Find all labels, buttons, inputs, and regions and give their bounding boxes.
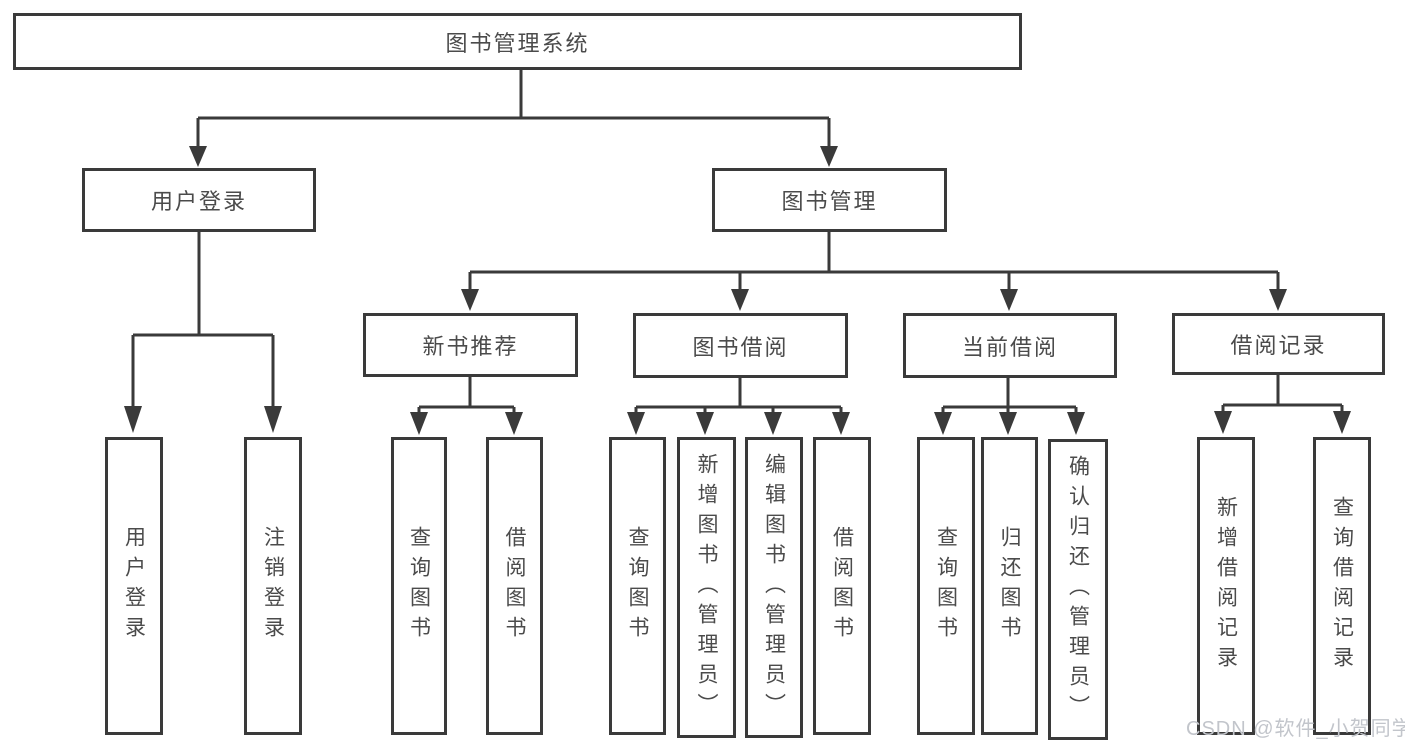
node-new-book-recommend: 新书推荐 bbox=[363, 313, 578, 377]
node-borrow-records: 借阅记录 bbox=[1172, 313, 1385, 375]
node-user-login-label: 用户登录 bbox=[150, 189, 247, 214]
node-leaf-user-login: 用户登录 bbox=[105, 437, 163, 735]
node-leaf-logout-label: 注销登录 bbox=[261, 526, 285, 646]
node-leaf-borrow-book-2-label: 借阅图书 bbox=[830, 526, 854, 646]
node-leaf-borrow-book-1: 借阅图书 bbox=[486, 437, 543, 735]
node-book-borrow-label: 图书借阅 bbox=[692, 334, 789, 360]
node-leaf-add-book-admin-label: 新增图书（管理员） bbox=[695, 452, 718, 723]
node-leaf-query-book-1: 查询图书 bbox=[391, 437, 447, 735]
node-user-login: 用户登录 bbox=[82, 168, 316, 232]
node-leaf-add-borrow-record: 新增借阅记录 bbox=[1197, 437, 1255, 735]
node-root: 图书管理系统 bbox=[13, 13, 1022, 70]
node-leaf-query-book-1-label: 查询图书 bbox=[407, 526, 431, 646]
node-root-label: 图书管理系统 bbox=[445, 30, 590, 56]
node-leaf-query-book-3: 查询图书 bbox=[917, 437, 975, 735]
node-leaf-add-borrow-record-label: 新增借阅记录 bbox=[1214, 496, 1238, 676]
node-leaf-add-book-admin: 新增图书（管理员） bbox=[677, 437, 736, 738]
node-leaf-edit-book-admin: 编辑图书（管理员） bbox=[745, 437, 803, 738]
node-new-book-recommend-label: 新书推荐 bbox=[422, 334, 519, 359]
node-book-borrow: 图书借阅 bbox=[633, 313, 848, 378]
node-leaf-confirm-return-admin: 确认归还（管理员） bbox=[1048, 439, 1108, 740]
node-book-management: 图书管理 bbox=[712, 168, 947, 232]
node-leaf-user-login-label: 用户登录 bbox=[122, 526, 146, 646]
node-current-borrow: 当前借阅 bbox=[903, 313, 1117, 378]
node-leaf-borrow-book-1-label: 借阅图书 bbox=[503, 526, 526, 646]
node-leaf-return-book-label: 归还图书 bbox=[998, 526, 1021, 646]
node-leaf-confirm-return-admin-label: 确认归还（管理员） bbox=[1066, 454, 1090, 725]
node-book-management-label: 图书管理 bbox=[781, 189, 878, 214]
node-leaf-edit-book-admin-label: 编辑图书（管理员） bbox=[762, 452, 786, 723]
node-leaf-query-book-2-label: 查询图书 bbox=[626, 526, 649, 646]
node-leaf-query-book-3-label: 查询图书 bbox=[934, 526, 958, 646]
node-leaf-query-borrow-record: 查询借阅记录 bbox=[1313, 437, 1371, 735]
node-leaf-logout: 注销登录 bbox=[244, 437, 302, 735]
node-leaf-return-book: 归还图书 bbox=[981, 437, 1038, 735]
node-leaf-query-borrow-record-label: 查询借阅记录 bbox=[1330, 496, 1354, 676]
node-leaf-query-book-2: 查询图书 bbox=[609, 437, 666, 735]
node-leaf-borrow-book-2: 借阅图书 bbox=[813, 437, 871, 735]
node-current-borrow-label: 当前借阅 bbox=[961, 334, 1058, 360]
node-borrow-records-label: 借阅记录 bbox=[1230, 333, 1327, 358]
watermark: CSDN @软件_小贺同学 bbox=[1186, 718, 1405, 740]
